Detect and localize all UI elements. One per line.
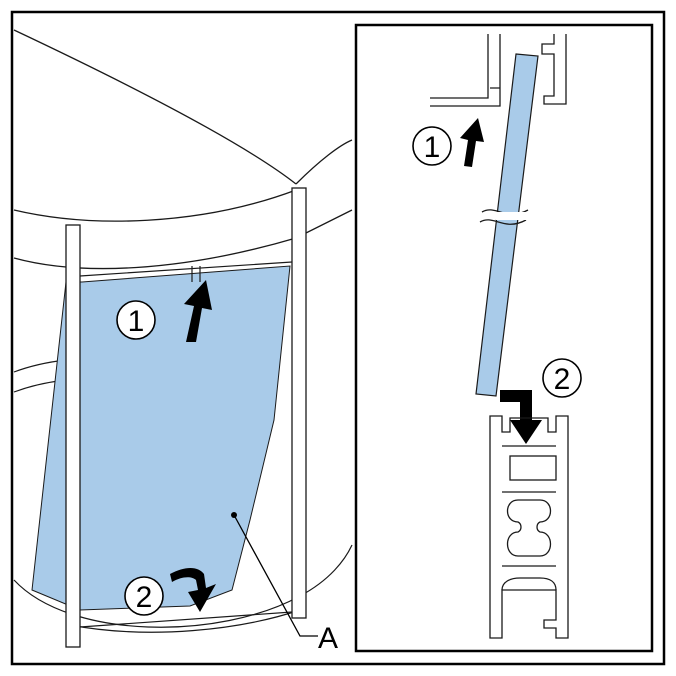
shelf-bottom-edge [13,189,297,222]
step-2-arrow-down [170,568,216,612]
top-rail-profile [541,34,567,105]
step-2-marker-detail [542,358,582,398]
step-1-marker-main [116,300,156,340]
frame-post-right [291,187,307,619]
step-2-number-detail: 2 [554,363,571,396]
step-2-marker-main [124,576,164,616]
detail-frame [354,23,654,653]
frame-post-left [65,224,81,648]
detail-view: 1 2 [354,23,654,653]
bottom-rail-profile [489,415,569,639]
break-gap [496,212,526,220]
bottom-guide [79,611,293,628]
step-2-number-main: 2 [136,581,153,614]
step-1-arrow-up [184,280,212,342]
glass-strip [475,53,539,397]
step-1-number-detail: 1 [424,131,441,164]
step-1-number-main: 1 [128,305,145,338]
top-shelf-bracket [430,34,501,107]
step-1-arrow-detail [460,118,484,167]
callout-leader [233,514,318,637]
top-guide [79,261,293,282]
step-1-marker-detail [412,126,452,166]
upper-rail [13,209,353,270]
main-view: 1 2 A [13,29,353,655]
step-2-arrow-detail [500,390,542,444]
shelf-front-edge [295,139,353,185]
callout-label-a: A [318,622,338,655]
glass-panel [31,265,291,611]
shelf-top-line [13,29,297,185]
bottom-curve-b [69,609,301,633]
